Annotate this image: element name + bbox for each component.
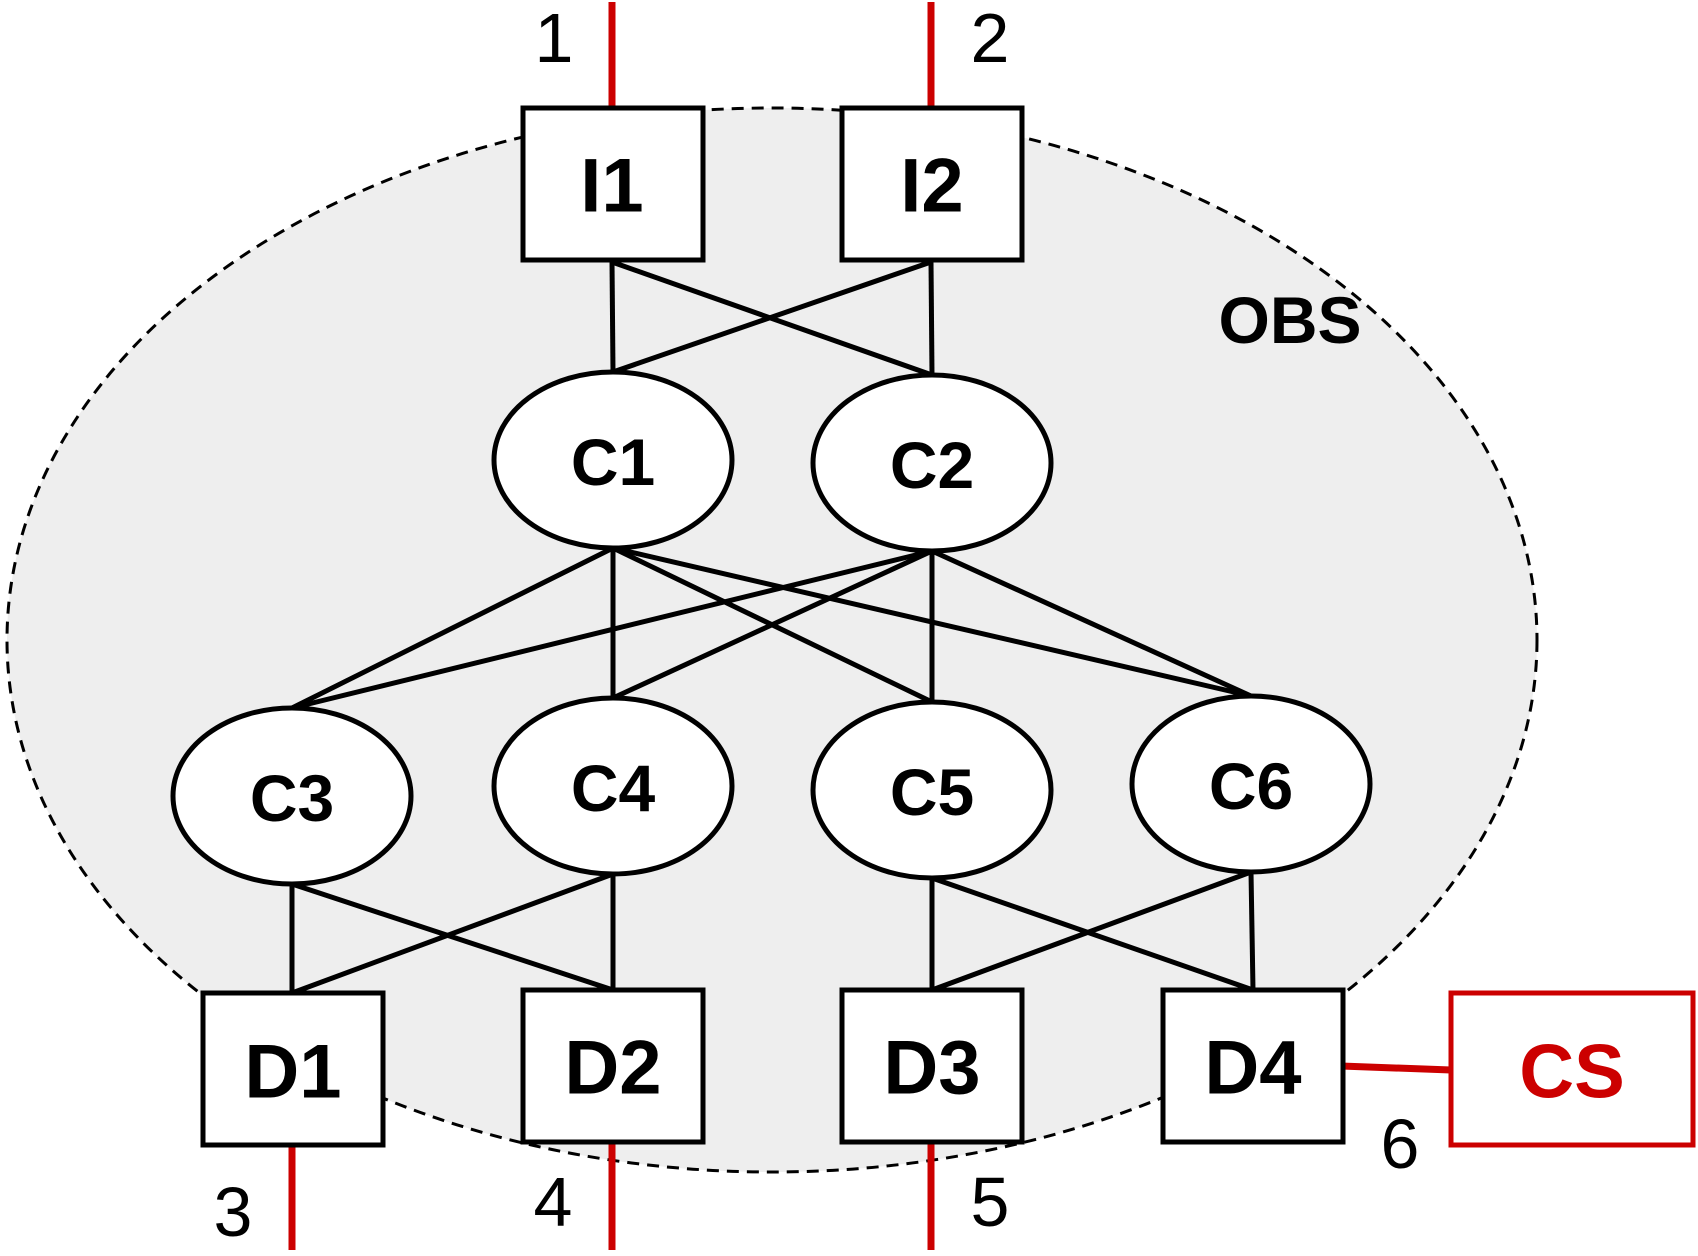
node-D4-label: D4 xyxy=(1204,1026,1301,1111)
node-C3: C3 xyxy=(170,705,414,887)
edge-C1-C3 xyxy=(290,545,615,711)
node-D4-box xyxy=(1160,987,1346,1145)
node-D3: D3 xyxy=(839,987,1025,1145)
port-label-5: 5 xyxy=(971,1163,1010,1241)
node-C2: C2 xyxy=(810,372,1054,554)
node-I1-box xyxy=(520,105,706,263)
edge-I2-C2 xyxy=(928,261,935,376)
node-CS: CS xyxy=(1448,990,1696,1148)
node-D3-box xyxy=(839,987,1025,1145)
edge-C3-D2 xyxy=(291,881,614,993)
node-C4: C4 xyxy=(491,695,735,877)
node-C3-label: C3 xyxy=(250,761,334,835)
node-C5: C5 xyxy=(810,699,1054,881)
edge-C2-C4 xyxy=(611,548,934,701)
node-C5-ellipse xyxy=(810,699,1054,881)
edge-C6-D4 xyxy=(1248,871,1256,991)
node-D1-box xyxy=(200,990,386,1148)
node-I2-label: I2 xyxy=(900,144,963,229)
edge-C6-D3 xyxy=(931,869,1252,993)
external-link-group xyxy=(288,2,1452,1250)
obs-region-label: OBS xyxy=(1218,283,1361,357)
edge-C2-C6 xyxy=(930,548,1253,699)
node-I2-box xyxy=(839,105,1025,263)
node-C5-label: C5 xyxy=(890,755,974,829)
edge-C5-D4 xyxy=(931,875,1254,993)
port-label-6: 6 xyxy=(1381,1105,1420,1183)
node-C1-label: C1 xyxy=(571,425,655,499)
edge-I1-C1 xyxy=(609,261,616,373)
port-label-1: 1 xyxy=(535,0,574,77)
edge-C4-D1 xyxy=(291,871,614,996)
port-label-2: 2 xyxy=(971,0,1010,77)
node-C3-ellipse xyxy=(170,705,414,887)
node-C1-ellipse xyxy=(491,369,735,551)
node-D1: D1 xyxy=(200,990,386,1148)
node-C2-ellipse xyxy=(810,372,1054,554)
edge-C2-C3 xyxy=(291,548,933,711)
node-C6-label: C6 xyxy=(1209,749,1293,823)
edge-I2-C1 xyxy=(612,259,932,375)
port-label-3: 3 xyxy=(214,1173,253,1251)
node-I1-label: I1 xyxy=(580,144,643,229)
node-C6: C6 xyxy=(1129,693,1373,875)
node-D2: D2 xyxy=(520,987,706,1145)
node-D1-label: D1 xyxy=(244,1030,341,1115)
node-C1: C1 xyxy=(491,369,735,551)
node-D2-label: D2 xyxy=(564,1026,661,1111)
node-D2-box xyxy=(520,987,706,1145)
node-D4: D4 xyxy=(1160,987,1346,1145)
node-I2: I2 xyxy=(839,105,1025,263)
node-D3-label: D3 xyxy=(883,1026,980,1111)
node-C4-label: C4 xyxy=(571,751,656,825)
node-C2-label: C2 xyxy=(890,428,974,502)
node-CS-box xyxy=(1448,990,1696,1148)
port-label-4: 4 xyxy=(534,1163,573,1241)
node-I1: I1 xyxy=(520,105,706,263)
external-link-6 xyxy=(1340,1062,1452,1074)
node-C6-ellipse xyxy=(1129,693,1373,875)
node-CS-label: CS xyxy=(1519,1030,1625,1115)
edge-group xyxy=(289,259,1256,996)
node-C4-ellipse xyxy=(491,695,735,877)
